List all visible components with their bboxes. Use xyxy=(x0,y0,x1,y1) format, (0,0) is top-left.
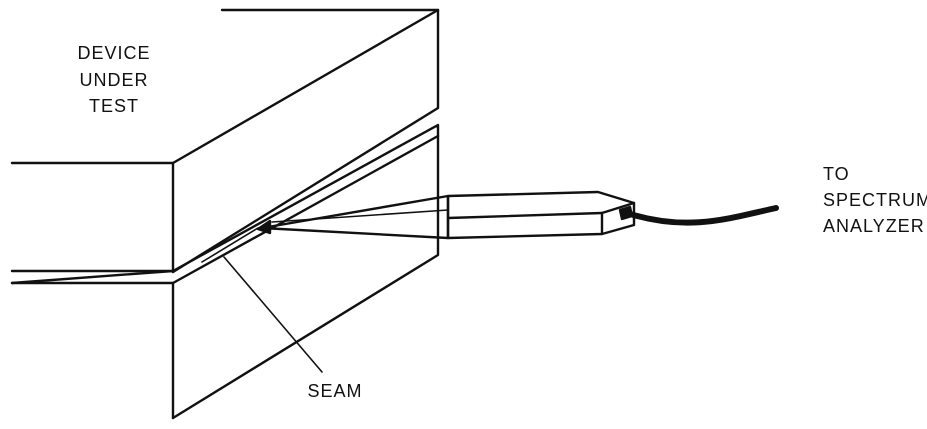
upper-box xyxy=(10,8,440,274)
seam-label: SEAM xyxy=(307,381,362,401)
to-spectrum-analyzer-label-line-3: ANALYZER xyxy=(823,216,925,236)
lower-box xyxy=(10,123,440,420)
cable xyxy=(627,205,779,226)
to-spectrum-analyzer-label-line-2: SPECTRUM xyxy=(823,190,927,210)
device-under-test-label-line-2: UNDER xyxy=(79,70,148,90)
to-spectrum-analyzer-label-line-1: TO xyxy=(823,164,850,184)
seam xyxy=(201,227,323,373)
device-under-test-label-line-3: TEST xyxy=(89,96,139,116)
probe xyxy=(256,190,636,240)
device-under-test-label-line-1: DEVICE xyxy=(77,43,150,63)
